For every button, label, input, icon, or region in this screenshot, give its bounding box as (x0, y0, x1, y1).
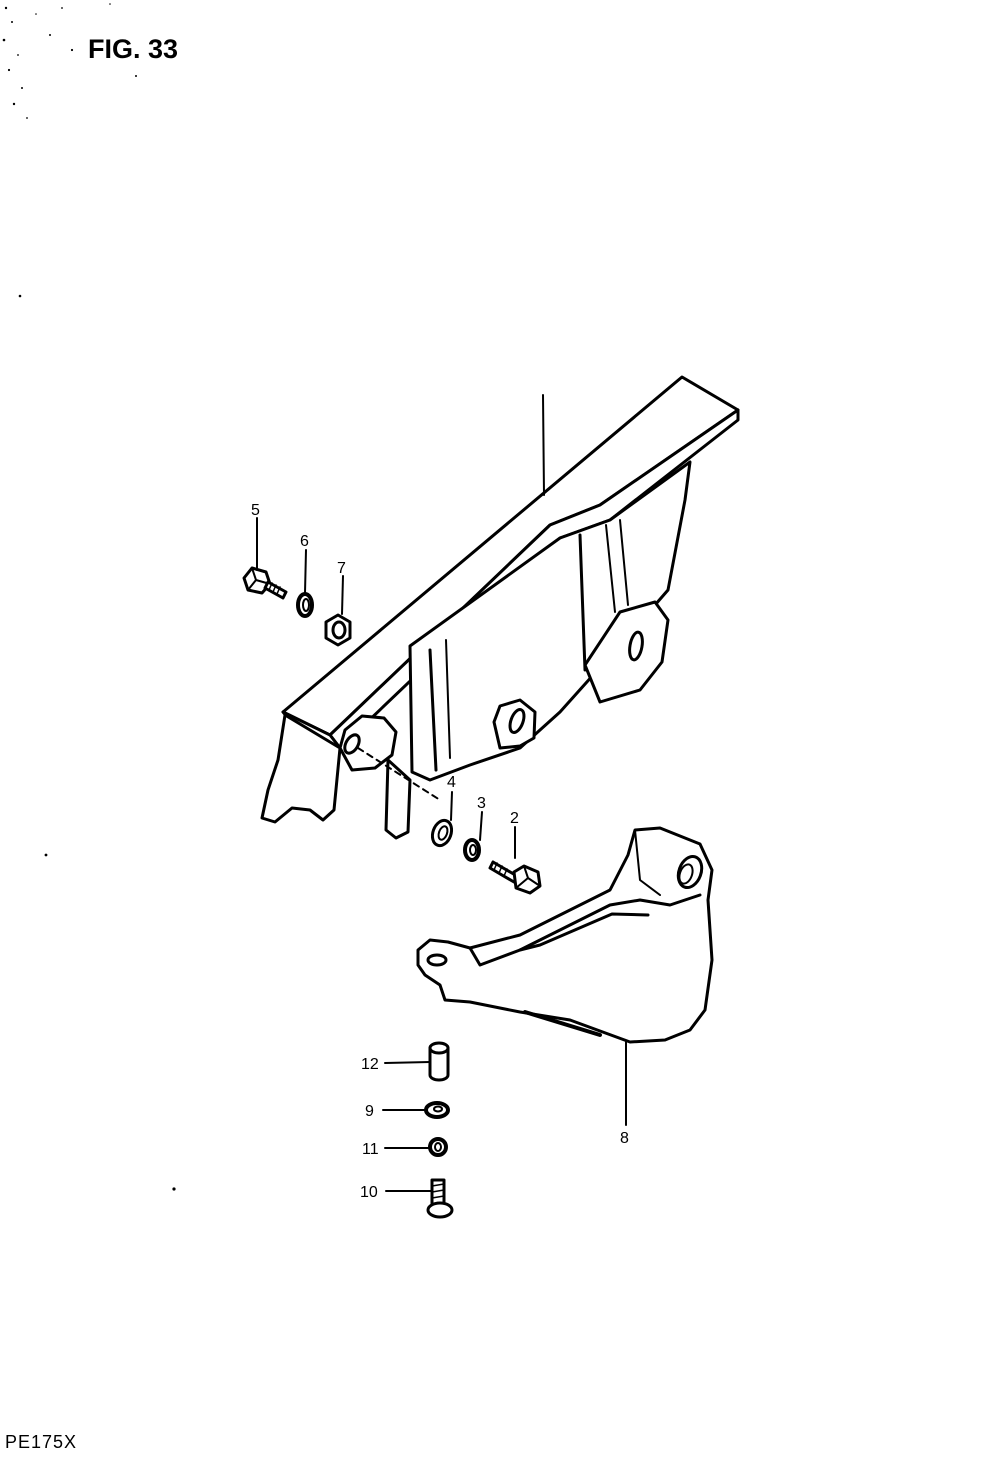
lock-washer-icon (463, 838, 481, 862)
figure-title: FIG. 33 (88, 34, 178, 64)
screw-icon (426, 1178, 454, 1219)
collar-icon (428, 1041, 450, 1082)
scan-noise (2, 3, 176, 1191)
callout-label: 11 (362, 1141, 379, 1158)
callout-label: 3 (477, 795, 486, 812)
nut-icon (324, 613, 352, 647)
chain-guide (416, 826, 714, 1044)
bolt-icon (242, 566, 288, 600)
lock-washer-icon (428, 1137, 448, 1157)
callout-label: 9 (365, 1103, 374, 1120)
callout-label: 2 (510, 810, 519, 827)
chain-case (260, 375, 740, 840)
callout-label: 10 (360, 1184, 378, 1201)
callout-label: 8 (620, 1130, 629, 1147)
callout-label: 4 (447, 774, 456, 791)
washer-icon (424, 1101, 450, 1119)
leader-lines (256, 394, 627, 1192)
bolt-icon (488, 860, 542, 895)
callout-label: 5 (251, 502, 260, 519)
callout-label: 6 (300, 533, 309, 550)
model-code: PE175X (5, 1432, 77, 1452)
washer-icon (430, 818, 454, 848)
callout-label: 7 (337, 560, 346, 577)
callout-label: 12 (361, 1056, 379, 1073)
lock-washer-icon (296, 592, 314, 618)
